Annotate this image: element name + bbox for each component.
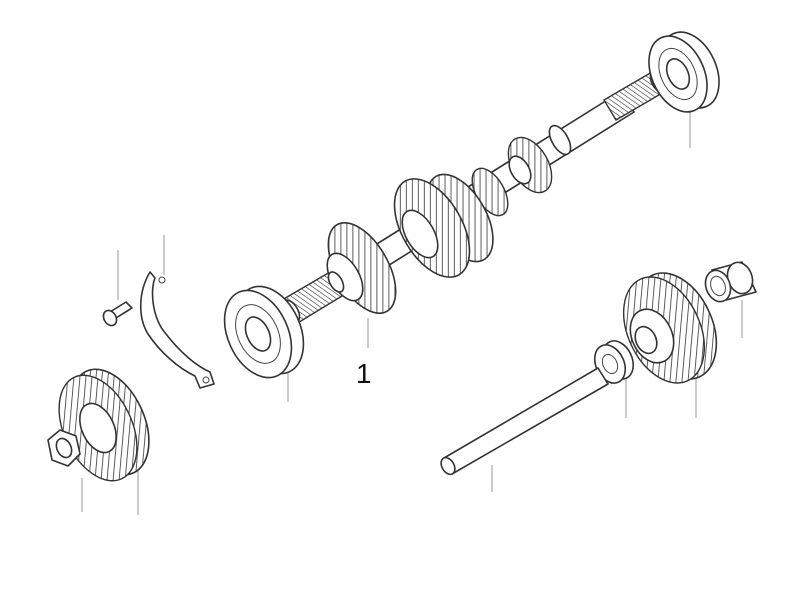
gear-icon	[58, 368, 150, 482]
bushing-icon	[704, 261, 757, 303]
bearing-icon	[223, 285, 305, 379]
callout-number: 1	[356, 358, 372, 389]
mainshaft-assembly-icon	[279, 71, 667, 325]
bolt-icon	[102, 301, 133, 327]
bearing-icon	[648, 31, 720, 113]
nut-icon	[47, 429, 81, 467]
clip-icon	[139, 271, 215, 389]
gear-icon	[622, 272, 718, 384]
pin-icon	[440, 367, 609, 476]
